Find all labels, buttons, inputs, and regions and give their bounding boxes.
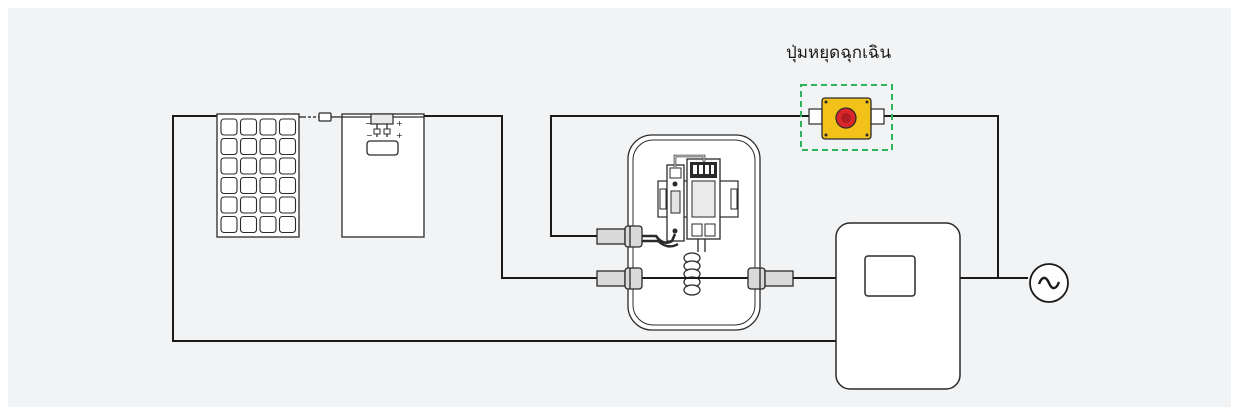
svg-text:−: − [366,131,373,140]
solar-cell [220,137,238,156]
emergency-stop-button-icon [800,84,893,151]
solar-cell [259,196,277,214]
solar-cell [259,137,277,156]
svg-text:−: − [365,119,372,128]
solar-cell [220,176,238,195]
svg-text:+: + [396,131,403,140]
cable-gland-upper-left-icon [596,225,643,248]
solar-cell [278,118,297,136]
solar-cell [278,137,297,156]
diagram-canvas: − + − + [8,8,1231,407]
svg-text:+: + [396,119,403,128]
wiring-diagram: − + − + [172,43,1069,390]
emergency-stop-label: ปุ่มหยุดฉุกเฉิน [786,43,891,63]
solar-cell [239,176,258,195]
junction-box-icon: − + − + [341,113,425,238]
solar-cell [239,137,258,156]
solar-cell [220,215,238,234]
cable-gland-lower-left-icon [596,267,643,290]
ac-grid-icon [1029,263,1069,303]
solar-cell [239,215,258,234]
inverter-icon [835,222,961,390]
solar-cell [239,118,258,136]
coil-loop [683,284,701,296]
solar-cell [220,157,238,175]
solar-cell [259,118,277,136]
solar-cell [259,157,277,175]
mc4-connector-icon [299,112,342,122]
solar-cell [278,196,297,214]
dc-wire [424,115,597,279]
solar-cell [259,176,277,195]
protection-enclosure-icon [627,134,761,331]
solar-cell [220,118,238,136]
solar-cell [259,215,277,234]
solar-panel-icon [216,113,300,238]
solar-cell [239,157,258,175]
cable-gland-right-icon [747,267,794,290]
solar-cell [220,196,238,214]
emergency-loop-wire [550,115,999,278]
solar-cell [278,215,297,234]
solar-cell [278,157,297,175]
emergency-highlight-box [800,84,893,151]
solar-cell [239,196,258,214]
return-wire [172,115,836,342]
solar-cell [278,176,297,195]
